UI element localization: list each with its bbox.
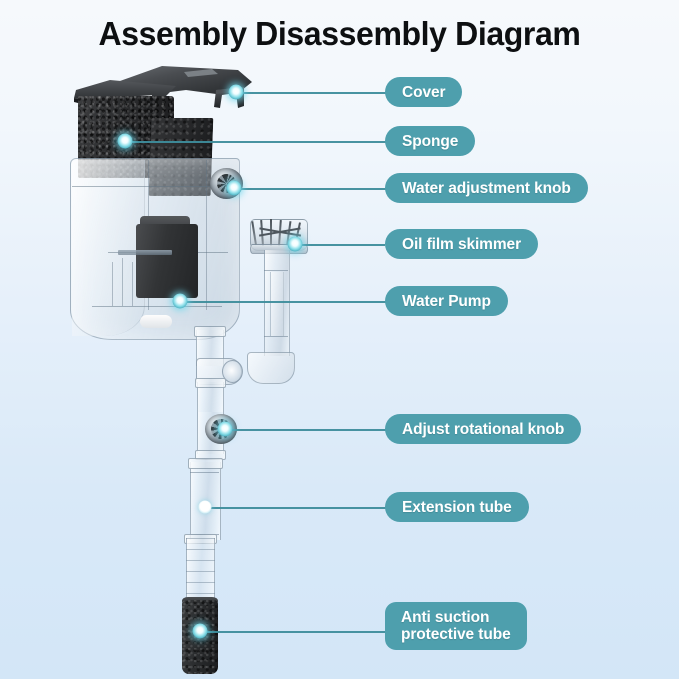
housing-shelf — [118, 250, 172, 255]
skimmer-inner-tube — [270, 272, 284, 336]
housing-edge — [112, 262, 113, 306]
housing-edge — [132, 262, 133, 306]
marker-dot-rot-knob — [217, 421, 233, 437]
callout-water-adjustment-knob[interactable]: Water adjustment knob — [385, 173, 588, 203]
callout-sponge[interactable]: Sponge — [385, 126, 476, 156]
callout-adjust-rotational-knob[interactable]: Adjust rotational knob — [385, 414, 582, 444]
callout-anti-suction-protective-tube[interactable]: Anti suction protective tube — [385, 602, 527, 650]
marker-dot-ext-tube — [198, 500, 212, 514]
leader-line-sponge — [125, 141, 387, 143]
housing-edge — [92, 306, 222, 307]
tube-collar — [194, 326, 226, 337]
callout-water-adjustment-knob-text: Water adjustment knob — [402, 179, 571, 197]
tube-collar — [188, 458, 223, 469]
leader-line-anti-suction — [200, 631, 386, 633]
leader-line-water-knob — [234, 188, 386, 190]
callout-sponge-text: Sponge — [402, 132, 459, 150]
housing-edge — [206, 160, 207, 310]
callout-extension-tube-text: Extension tube — [402, 498, 512, 516]
outlet-spout-mouth — [222, 360, 243, 383]
callout-adjust-rotational-knob-text: Adjust rotational knob — [402, 420, 565, 438]
callout-cover-text: Cover — [402, 83, 446, 101]
tube-collar — [195, 378, 226, 388]
callout-extension-tube[interactable]: Extension tube — [385, 492, 529, 522]
housing-edge — [122, 258, 123, 306]
leader-line-skimmer — [295, 244, 385, 246]
skimmer-ring — [264, 270, 288, 272]
callout-water-pump[interactable]: Water Pump — [385, 286, 508, 316]
housing-edge — [72, 186, 236, 187]
tube-ring — [190, 472, 219, 474]
skimmer-ring — [264, 336, 288, 338]
leader-line-rot-knob — [225, 429, 386, 431]
marker-dot-water-pump — [172, 293, 188, 309]
housing-pad — [140, 315, 172, 328]
marker-dot-cover — [228, 84, 244, 100]
leader-line-water-pump — [180, 301, 386, 303]
leader-line-ext-tube — [205, 507, 386, 509]
marker-dot-skimmer — [287, 236, 303, 252]
callout-oil-film-skimmer-text: Oil film skimmer — [402, 235, 522, 253]
skimmer-elbow — [247, 352, 295, 384]
callout-water-pump-text: Water Pump — [402, 292, 491, 310]
marker-dot-sponge — [117, 133, 133, 149]
marker-dot-anti-suction — [192, 623, 208, 639]
leader-line-cover — [236, 92, 386, 94]
page-title: Assembly Disassembly Diagram — [98, 15, 581, 52]
water-pump-part — [136, 224, 198, 298]
marker-dot-water-knob — [226, 180, 242, 196]
callout-cover[interactable]: Cover — [385, 77, 463, 107]
ribbed-tube — [186, 538, 215, 608]
callout-anti-suction-line1: Anti suction — [401, 609, 490, 626]
callout-oil-film-skimmer[interactable]: Oil film skimmer — [385, 229, 539, 259]
callout-anti-suction-line2: protective tube — [401, 626, 511, 643]
